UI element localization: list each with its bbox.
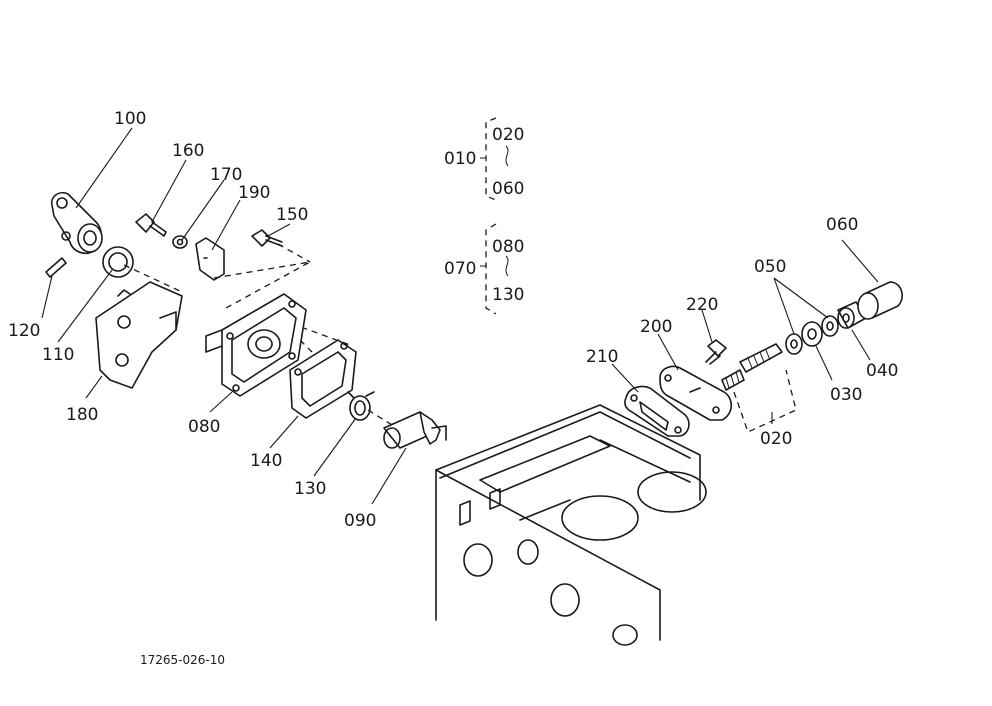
label-160: 160 <box>172 141 204 161</box>
plate-180 <box>95 281 183 389</box>
gasket-140 <box>289 339 357 419</box>
label-110: 110 <box>42 345 74 365</box>
cap-060 <box>857 281 903 320</box>
group1-top: 020 <box>492 125 524 145</box>
label-150: 150 <box>276 205 308 225</box>
label-100: 100 <box>114 109 146 129</box>
group1-parent: 010 <box>444 149 476 169</box>
label-190: 190 <box>238 183 270 203</box>
bracket-190 <box>195 237 225 281</box>
label-170: 170 <box>210 165 242 185</box>
engine-block <box>435 404 707 646</box>
spring-130 <box>347 391 375 421</box>
label-050: 050 <box>754 257 786 277</box>
shaft-090 <box>383 411 447 449</box>
pin-120 <box>45 257 67 278</box>
bolt-160 <box>135 213 167 237</box>
label-220: 220 <box>686 295 718 315</box>
label-140: 140 <box>250 451 282 471</box>
bearing-110 <box>102 246 134 278</box>
label-200: 200 <box>640 317 672 337</box>
housing-080 <box>205 293 307 397</box>
nut-030 <box>801 321 823 347</box>
gasket-210 <box>624 385 690 437</box>
lever-100 <box>50 191 103 255</box>
label-180: 180 <box>66 405 98 425</box>
label-040: 040 <box>866 361 898 381</box>
washer-050 <box>785 333 803 355</box>
figure-code: 17265-026-10 <box>140 653 225 667</box>
label-130: 130 <box>294 479 326 499</box>
washer-050b <box>821 315 839 337</box>
bolt-220 <box>705 339 727 365</box>
label-210: 210 <box>586 347 618 367</box>
group-legend-2: 070 080 130 <box>444 223 524 315</box>
adjust-screw-020 <box>721 343 783 391</box>
group2-bottom: 130 <box>492 285 524 305</box>
label-060: 060 <box>826 215 858 235</box>
cover-200 <box>659 365 733 421</box>
group-legend-1: 010 020 060 <box>444 117 524 201</box>
label-030: 030 <box>830 385 862 405</box>
group1-bottom: 060 <box>492 179 524 199</box>
label-020: 020 <box>760 429 792 449</box>
washer-170 <box>172 235 188 249</box>
bolt-150 <box>251 229 283 247</box>
group2-top: 080 <box>492 237 524 257</box>
leader-lines <box>41 127 879 505</box>
label-090: 090 <box>344 511 376 531</box>
label-080: 080 <box>188 417 220 437</box>
label-120: 120 <box>8 321 40 341</box>
group2-parent: 070 <box>444 259 476 279</box>
